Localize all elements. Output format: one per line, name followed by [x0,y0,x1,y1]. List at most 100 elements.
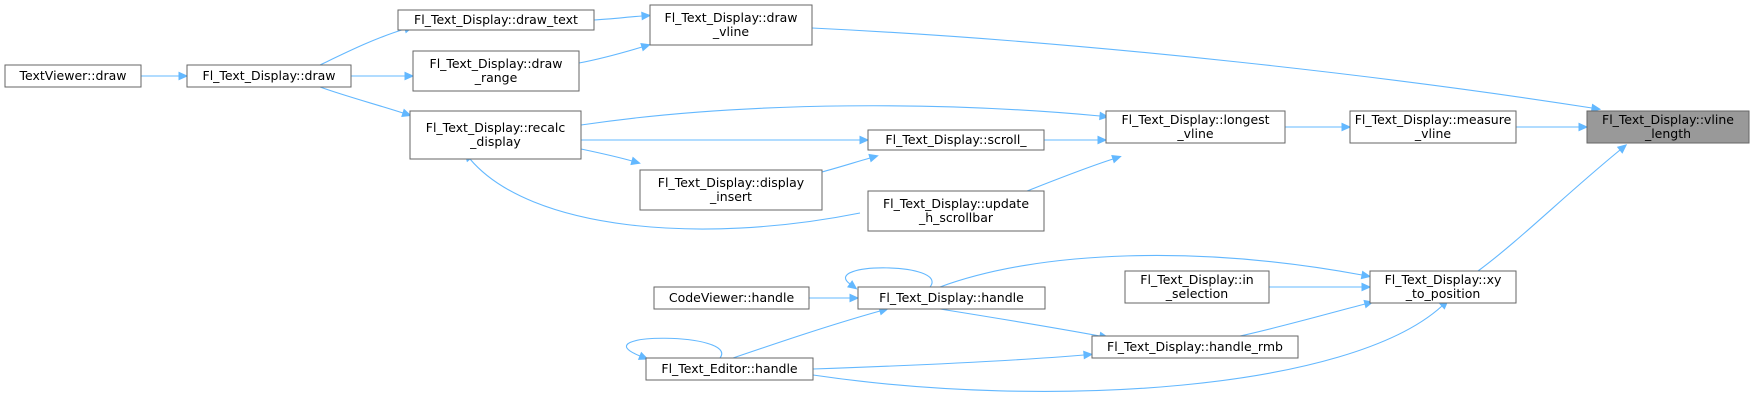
arrowhead-scroll_-to-longest_vline [1097,135,1108,145]
arrowhead-measure_vline-to-vline_length [1578,122,1589,132]
node-draw-vline[interactable]: Fl_Text_Display::draw_vline [649,4,813,46]
edge-editor_handle-to-display_handle [732,310,881,359]
node-box[interactable] [1369,270,1517,304]
arrowhead-update_h_scrollbar-to-longest_vline [1111,154,1122,164]
node-label: Fl_Text_Display::measure [1355,112,1512,127]
node-label: _h_scrollbar [918,210,994,225]
edges-layer [140,11,1628,392]
edge-display_handle-to-display_handle [845,267,933,288]
arrowhead-display_handle-to-display_handle [847,280,858,290]
node-draw-text[interactable]: Fl_Text_Display::draw_text [397,9,595,31]
arrowhead-display_insert-to-scroll_ [868,153,879,163]
node-label: Fl_Text_Display::update [883,196,1029,211]
node-label: _selection [1165,286,1228,301]
edge-draw_text-to-draw_vline [593,15,643,21]
edge-display_handle-to-handle_rmb [939,308,1101,337]
arrowhead-draw-to-draw_range [404,71,415,81]
edge-handle_rmb-to-xy_to_position [1239,303,1366,337]
node-label: Fl_Text_Display::in [1140,272,1253,287]
node-label: _insert [709,189,752,204]
arrowhead-codeviewer_handle-to-display_handle [849,293,860,303]
arrowhead-in_selection-to-xy_to_position [1361,282,1372,292]
edge-draw_range-to-draw_vline [578,46,643,64]
node-box[interactable] [639,169,823,211]
edge-display_handle-to-xy_to_position [939,254,1363,288]
node-box[interactable] [412,50,580,92]
arrowhead-draw_vline-to-vline_length [1590,103,1602,113]
node-update-h-scrollbar[interactable]: Fl_Text_Display::update_h_scrollbar [867,190,1045,232]
node-box[interactable] [409,110,582,160]
node-label: Fl_Text_Display::longest [1121,112,1269,127]
node-box[interactable] [653,286,810,310]
node-display-handle[interactable]: Fl_Text_Display::handle [857,286,1046,310]
node-label: Fl_Text_Display::draw [203,68,336,83]
node-label: Fl_Text_Display::handle [879,290,1024,305]
node-box[interactable] [857,286,1046,310]
arrowhead-draw_text-to-draw_vline [641,11,652,21]
edge-editor_handle-to-editor_handle [626,337,723,359]
node-box[interactable] [1586,110,1750,144]
arrowhead-draw_range-to-draw_vline [640,42,651,52]
node-longest-vline[interactable]: Fl_Text_Display::longest_vline [1105,110,1286,144]
node-label: Fl_Text_Display::draw [430,56,563,71]
node-label: Fl_Text_Display::draw [665,10,798,25]
node-label: TextViewer::draw [19,68,127,83]
arrowhead-recalc_display-to-display_insert [630,156,641,166]
node-label: CodeViewer::handle [669,290,795,305]
node-editor-handle[interactable]: Fl_Text_Editor::handle [645,357,814,381]
edge-recalc_display-to-display_insert [580,148,633,162]
node-draw-range[interactable]: Fl_Text_Display::draw_range [412,50,580,92]
node-label: _display [469,134,521,149]
node-box[interactable] [1105,110,1286,144]
node-label: _length [1644,126,1691,141]
node-textviewer-draw[interactable]: TextViewer::draw [4,64,142,88]
arrowhead-longest_vline-to-measure_vline [1341,122,1352,132]
arrowhead-recalc_display-to-scroll_ [859,135,870,145]
arrowhead-xy_to_position-to-vline_length [1616,144,1628,154]
arrowhead-draw-to-recalc_display [401,108,412,118]
arrowhead-textviewer_draw-to-draw [178,71,189,81]
node-box[interactable] [645,357,814,381]
node-label: _vline [712,24,750,39]
node-recalc-display[interactable]: Fl_Text_Display::recalc_display [409,110,582,160]
edge-recalc_display-to-longest_vline [580,105,1101,126]
node-box[interactable] [4,64,142,88]
node-draw[interactable]: Fl_Text_Display::draw [186,64,352,88]
node-label: _range [474,70,518,85]
edge-update_h_scrollbar-to-longest_vline [1026,158,1114,192]
node-label: Fl_Text_Display::display [658,175,805,190]
node-xy-to-position[interactable]: Fl_Text_Display::xy_to_position [1369,270,1517,304]
node-handle-rmb[interactable]: Fl_Text_Display::handle_rmb [1091,335,1299,359]
node-label: Fl_Text_Display::xy [1385,272,1502,287]
node-label: Fl_Text_Display::recalc [426,120,566,135]
node-box[interactable] [1091,335,1299,359]
node-codeviewer-handle[interactable]: CodeViewer::handle [653,286,810,310]
node-label: Fl_Text_Display::vline [1602,112,1734,127]
node-box[interactable] [186,64,352,88]
node-box[interactable] [867,129,1045,151]
node-box[interactable] [649,4,813,46]
edge-draw-to-recalc_display [319,86,404,114]
edge-editor_handle-to-xy_to_position [812,305,1443,392]
node-label: Fl_Text_Display::handle_rmb [1107,339,1283,354]
node-display-insert[interactable]: Fl_Text_Display::display_insert [639,169,823,211]
node-label: _to_position [1405,286,1481,301]
arrowhead-display_handle-to-xy_to_position [1360,270,1372,280]
arrowhead-editor_handle-to-handle_rmb [1083,350,1094,360]
arrowhead-editor_handle-to-editor_handle [637,351,649,360]
node-box[interactable] [867,190,1045,232]
node-in-selection[interactable]: Fl_Text_Display::in_selection [1124,270,1270,304]
node-box[interactable] [1349,110,1517,144]
node-label: Fl_Text_Display::draw_text [414,12,578,27]
nodes-layer: Fl_Text_Display::vline_lengthFl_Text_Dis… [4,4,1750,381]
node-scroll-[interactable]: Fl_Text_Display::scroll_ [867,129,1045,151]
node-label: Fl_Text_Editor::handle [661,361,798,376]
node-vline-length[interactable]: Fl_Text_Display::vline_length [1586,110,1750,144]
arrowhead-recalc_display-to-longest_vline [1099,111,1110,121]
node-box[interactable] [397,9,595,31]
node-measure-vline[interactable]: Fl_Text_Display::measure_vline [1349,110,1517,144]
edge-editor_handle-to-handle_rmb [812,354,1085,370]
node-box[interactable] [1124,270,1270,304]
edge-xy_to_position-to-vline_length [1477,149,1621,272]
